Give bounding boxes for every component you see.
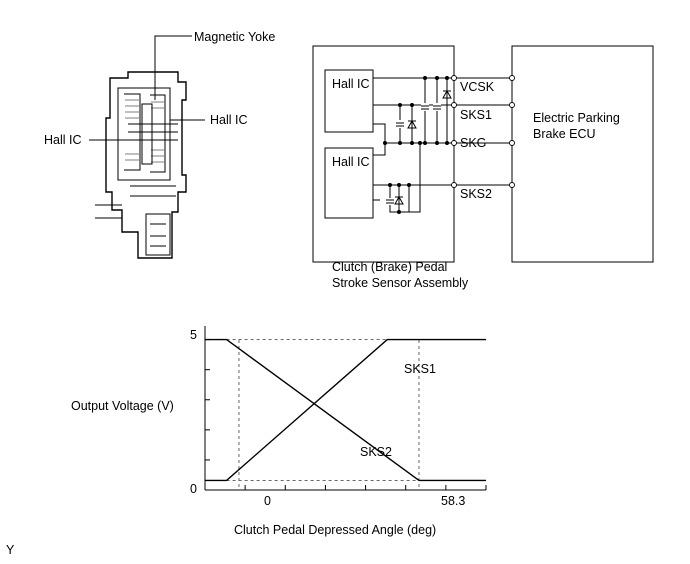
terminal-label-skg: SKG [460,136,486,150]
ecu-label-line1: Electric Parking [533,111,620,125]
sensor-assembly-box [312,45,455,263]
chart-series-lines [205,338,486,482]
x-tick-label-0: 0 [264,494,271,508]
y-tick-label-5: 5 [190,328,197,342]
chart-x-ticks [204,485,487,490]
hall-ic-1-box [324,69,374,133]
series-label-sks1: SKS1 [404,362,436,376]
series-line-sks2 [205,338,486,482]
junction-dots [383,76,449,214]
hall-ic-right-label: Hall IC [210,113,248,127]
magnetic-yoke-label: Magnetic Yoke [194,30,275,44]
chart-y-ticks [205,339,210,491]
terminal-label-vcsk: VCSK [460,80,495,94]
assembly-label-line2: Stroke Sensor Assembly [332,276,469,290]
series-label-sks2: SKS2 [360,445,392,459]
ecu-label-line2: Brake ECU [533,127,596,141]
output-voltage-chart: 5 0 0 58.3 SKS1 SKS2 Output Voltage (V) … [71,326,487,537]
hall-ic-left-label: Hall IC [44,133,82,147]
y-tick-label-0: 0 [190,482,197,496]
chart-reference-lines [226,339,486,490]
x-axis-title: Clutch Pedal Depressed Angle (deg) [234,523,436,537]
ecu-box [511,45,654,263]
hall-ic-1-label-line1: Hall IC [332,77,370,91]
terminal-label-sks1: SKS1 [460,108,492,122]
capacitors-diodes [386,89,452,205]
x-tick-label-58-3: 58.3 [441,494,465,508]
y-axis-title: Output Voltage (V) [71,399,174,413]
magnetic-yoke-leader [154,35,192,100]
hall-ic-2-label-line1: Hall IC [332,155,370,169]
figure-code: Y [6,543,15,557]
terminal-label-sks2: SKS2 [460,187,492,201]
series-line-sks1 [205,338,486,482]
assembly-label-line1: Clutch (Brake) Pedal [332,260,447,274]
hall-ic-2-box [324,147,374,219]
connector-terminals [451,75,515,188]
sensor-cross-section [95,71,187,259]
